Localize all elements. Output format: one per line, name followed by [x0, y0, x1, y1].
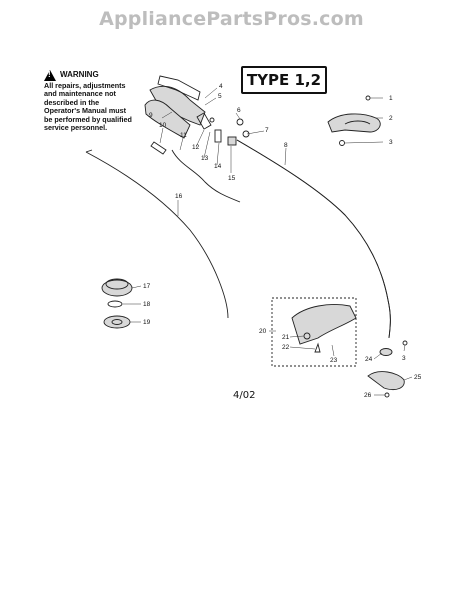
callout-16: 16: [175, 193, 183, 200]
date-code: 4/02: [233, 390, 256, 401]
callout-4: 4: [219, 83, 223, 90]
callout-2: 2: [389, 115, 393, 122]
callout-1: 1: [389, 95, 393, 102]
callout-10: 10: [159, 122, 167, 129]
callout-19: 19: [143, 319, 151, 326]
callout-22: 22: [282, 344, 290, 351]
warning-heading: WARNING: [60, 70, 99, 80]
leader-lines: [123, 87, 413, 396]
callout-8: 8: [284, 142, 288, 149]
type-label: TYPE 1,2: [241, 66, 327, 94]
callout-23: 23: [330, 357, 338, 364]
callout-21: 21: [282, 334, 290, 341]
drive-shaft-cable: [85, 151, 229, 319]
warning-body: All repairs, adjustments and maintenance…: [44, 81, 132, 133]
callout-11: 11: [180, 132, 187, 139]
callout-6: 6: [237, 107, 241, 114]
guard-assembly: [271, 297, 357, 367]
callout-12: 12: [192, 144, 200, 151]
warning-triangle-icon: [44, 70, 56, 81]
trimmer-head-parts: [367, 340, 408, 398]
callout-3: 3: [389, 139, 393, 146]
callout-26: 26: [364, 392, 372, 399]
warning-header: WARNING: [44, 70, 136, 81]
callout-25: 25: [414, 374, 422, 381]
callout-7: 7: [265, 127, 269, 134]
callout-9: 9: [149, 112, 153, 119]
throttle-cable: [171, 149, 241, 203]
callout-5: 5: [218, 93, 222, 100]
hardware-cluster: [150, 112, 250, 155]
callout-13: 13: [201, 155, 209, 162]
callout-14: 14: [214, 163, 222, 170]
handle-assembly: [144, 75, 206, 139]
callout-15: 15: [228, 175, 236, 182]
callout-20: 20: [259, 328, 267, 335]
callout-17: 17: [143, 283, 151, 290]
callout-24: 24: [365, 356, 373, 363]
watermark-text: AppliancePartsPros.com: [99, 8, 364, 30]
callout-labels: 1 2 3 4 5 6 7 8 9 10 11 12 13 14 15 16 1…: [143, 83, 422, 399]
callout-18: 18: [143, 301, 151, 308]
clamp-assembly: [327, 95, 381, 146]
callout-3b: 3: [402, 355, 406, 362]
warning-notice: WARNING All repairs, adjustments and mai…: [44, 70, 136, 132]
spool-parts: [101, 278, 133, 329]
